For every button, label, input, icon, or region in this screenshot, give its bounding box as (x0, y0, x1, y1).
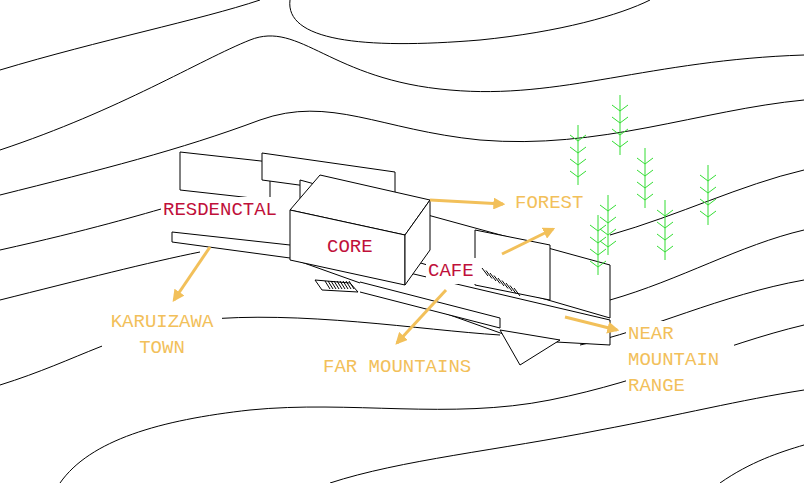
view-label: FAR MOUNTAINS (321, 354, 473, 380)
stair-lines (325, 268, 520, 296)
view-label: KARUIZAWA TOWN (102, 309, 222, 361)
view-label: NEAR MOUNTAIN RANGE (626, 321, 734, 399)
view-label: CAFE (426, 258, 476, 284)
view-label: FOREST (513, 190, 585, 216)
building (172, 152, 610, 365)
view-label: RESDENCTAL (161, 197, 279, 223)
view-label: CORE (325, 234, 375, 260)
trees (570, 95, 716, 275)
